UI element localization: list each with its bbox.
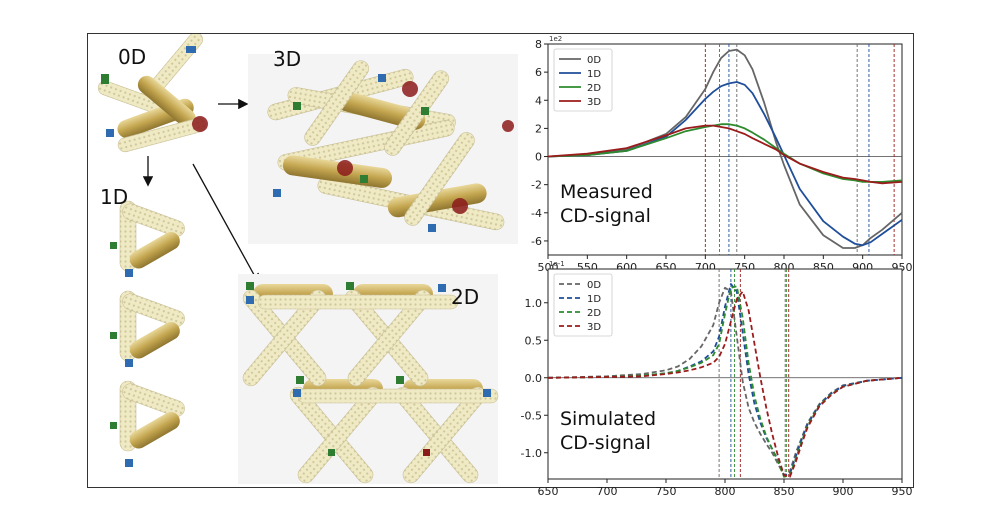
legend-label-1d: 1D [587, 69, 601, 80]
legend-label-3d: 3D [587, 322, 601, 333]
y-tick-label: -1.0 [521, 447, 542, 460]
legend-label-2d: 2D [587, 308, 601, 319]
legend-label-0d: 0D [587, 55, 601, 66]
y-tick-label: 4 [535, 94, 542, 107]
chart-annotation-line: CD-signal [560, 432, 651, 454]
x-tick-label: 850 [774, 485, 795, 498]
structure-1d [110, 200, 185, 467]
structure-3d [248, 54, 518, 244]
y-tick-label: -4 [531, 207, 542, 220]
series-line-3d [547, 290, 903, 478]
y-tick-label: 0 [535, 151, 542, 164]
legend-label-1d: 1D [587, 294, 601, 305]
assembly-schematic: 0D [97, 32, 518, 484]
y-tick-label: -0.5 [521, 409, 542, 422]
y-tick-label: -6 [531, 235, 542, 248]
legend-box [553, 48, 613, 112]
y-tick-label: 8 [535, 38, 542, 51]
chart-simulated: 650 700 750 800 850 900 950 -1.0 -0.5 0.0 0.5 1.0 1e… [521, 260, 913, 498]
legend-label-3d: 3D [587, 97, 601, 108]
legend-label-2d: 2D [587, 83, 601, 94]
legend: 0D 1D 2D 3D [553, 273, 613, 337]
assembly-illustrations: 0D [88, 32, 518, 487]
series-line-0d [547, 286, 903, 477]
chart-annotation-line: CD-signal [560, 205, 651, 227]
y-tick-label: 0.5 [525, 334, 543, 347]
legend-box [553, 273, 613, 337]
chart-annotation-line: Simulated [560, 408, 656, 430]
x-tick-label: 650 [538, 485, 559, 498]
label-2d: 2D [451, 285, 479, 309]
x-tick-label: 900 [833, 485, 854, 498]
axis-exponent-label: 1e2 [549, 35, 562, 43]
arrow-to-2d [192, 163, 260, 285]
y-tick-label: 6 [535, 66, 542, 79]
y-tick-label: 2 [535, 122, 542, 135]
series-line-3d [547, 124, 903, 185]
series-line-0d [547, 48, 903, 249]
label-1d: 1D [100, 185, 128, 209]
legend-label-0d: 0D [587, 280, 601, 291]
y-tick-label: -2 [531, 179, 542, 192]
y-tick-label: 0.0 [525, 372, 543, 385]
series-line-2d [547, 285, 903, 478]
series-line-2d [547, 123, 903, 183]
x-tick-label: 950 [892, 485, 913, 498]
chart-annotation-line: Measured [560, 181, 653, 203]
series-line-1d [547, 81, 903, 247]
x-tick-label: 800 [715, 485, 736, 498]
x-tick-label: 750 [656, 485, 677, 498]
label-3d: 3D [273, 47, 301, 71]
structure-0d [97, 32, 208, 153]
x-tick-label: 700 [597, 485, 618, 498]
label-0d: 0D [118, 45, 146, 69]
legend: 0D 1D 2D 3D [553, 48, 613, 112]
structure-2d [238, 274, 499, 484]
axis-exponent-label: 1e-1 [549, 260, 565, 268]
y-tick-label: 1.0 [525, 297, 543, 310]
